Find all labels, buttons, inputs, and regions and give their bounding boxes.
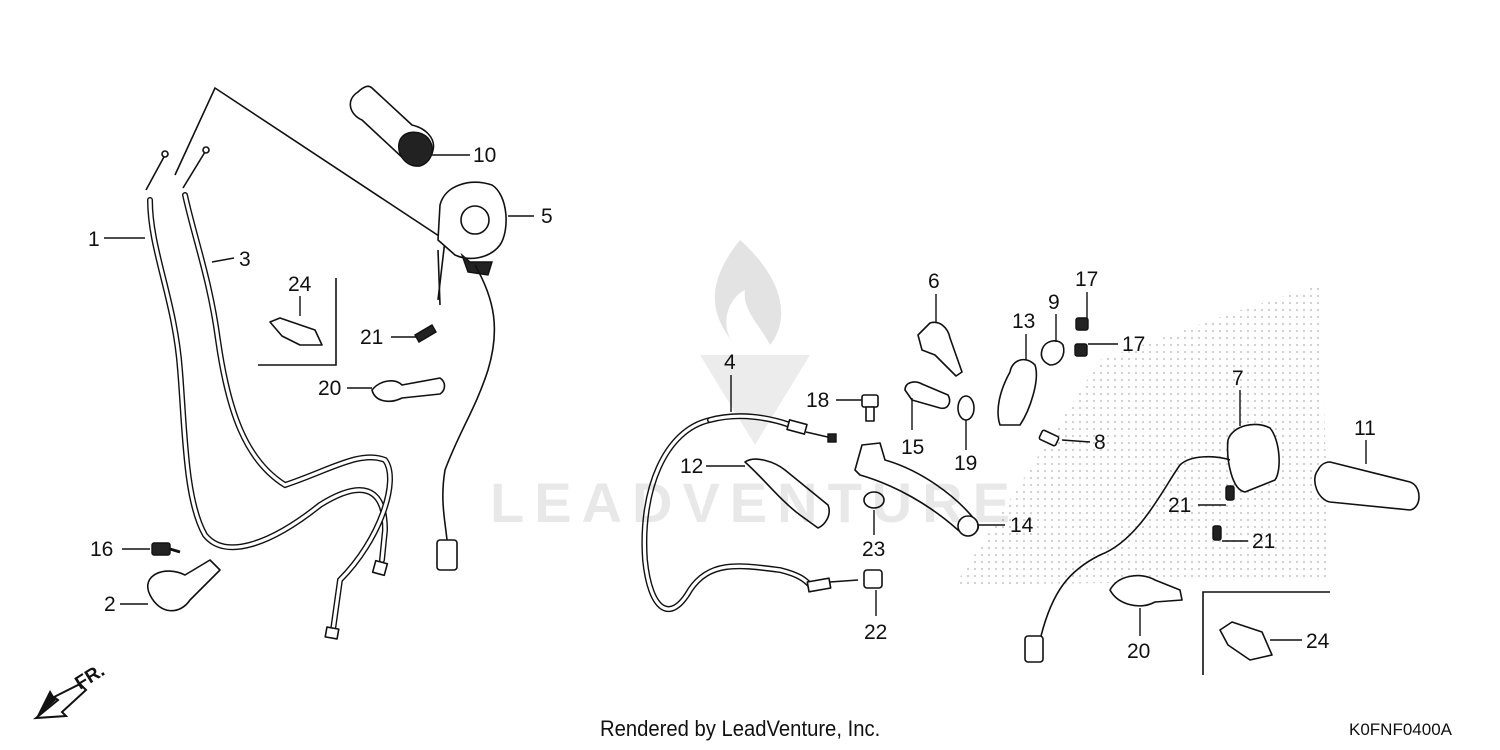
callout-3: 3 [239,248,251,271]
leader-lines [104,154,1367,641]
cable-clamp[interactable] [147,559,221,612]
bolt-17-a[interactable] [1075,317,1089,331]
screw-21-right-b[interactable] [1212,525,1222,541]
callout-4: 4 [724,351,736,374]
clip-24-left[interactable] [258,278,337,366]
credit-text: Rendered by LeadVenture, Inc. [600,716,881,741]
nut-22[interactable] [863,569,883,589]
washer-23[interactable] [863,491,885,509]
bolt-16[interactable] [151,542,181,556]
callout-22: 22 [864,621,887,644]
callout-21b: 21 [1168,494,1191,517]
callout-6: 6 [928,270,940,293]
callout-13: 13 [1012,310,1035,333]
callout-21a: 21 [360,326,383,349]
callout-2: 2 [104,593,116,616]
callout-18: 18 [806,389,829,412]
callout-7: 7 [1232,367,1244,390]
callout-11: 11 [1354,417,1376,440]
lever-holder-13[interactable] [997,358,1038,426]
pin-8[interactable] [1038,429,1060,447]
clutch-lever-14[interactable] [854,442,980,537]
callout-8: 8 [1094,431,1106,454]
callout-9: 9 [1048,291,1060,314]
callout-24b: 24 [1306,630,1330,653]
callout-16: 16 [90,538,113,561]
callout-20b: 20 [1127,640,1150,663]
throttle-cable-1[interactable] [145,150,389,577]
cable-bracket-lines [174,86,446,301]
bolt-18[interactable] [861,394,879,422]
callout-1: 1 [88,228,100,251]
callout-17a: 17 [1075,268,1098,291]
dot-pattern-background [955,285,1330,585]
diagram-code: K0FNF0400A [1349,720,1452,739]
clutch-cable-4[interactable] [641,413,859,613]
callout-19: 19 [954,452,977,475]
callout-23: 23 [862,538,885,561]
throttle-cable-3[interactable] [182,146,393,640]
bolt-17-b[interactable] [1074,343,1088,357]
callout-24a: 24 [288,273,312,296]
switch-6[interactable] [917,321,963,377]
clip-24-right[interactable] [1202,591,1330,675]
callout-5: 5 [541,205,553,228]
right-grip[interactable] [1314,461,1420,511]
callout-14: 14 [1010,514,1034,537]
callout-12: 12 [680,455,703,478]
cable-tie-20-right[interactable] [1109,574,1183,607]
flame-logo-icon [700,240,810,445]
cable-tie-20-left[interactable] [371,377,446,403]
callout-15: 15 [901,436,924,459]
watermark-text: LEADVENTURE [490,471,1021,534]
nut-19[interactable] [957,395,975,421]
callout-21c: 21 [1252,530,1275,553]
arrow-down-left-icon [32,682,88,720]
holder-cap-9[interactable] [1040,340,1065,366]
callout-20a: 20 [318,377,341,400]
switch-housing-right[interactable] [1024,423,1280,663]
callout-17b: 17 [1122,333,1145,356]
pivot-bolt-15[interactable] [904,381,951,410]
callout-10: 10 [473,144,496,167]
screw-21-left[interactable] [414,324,437,343]
switch-housing-left[interactable] [436,181,507,571]
screw-21-right-a[interactable] [1225,485,1235,501]
callout-labels: 1 2 3 4 5 6 7 8 9 10 11 12 13 14 15 16 1… [88,144,1376,663]
left-grip[interactable] [349,85,435,167]
lever-cover-12[interactable] [744,458,830,529]
